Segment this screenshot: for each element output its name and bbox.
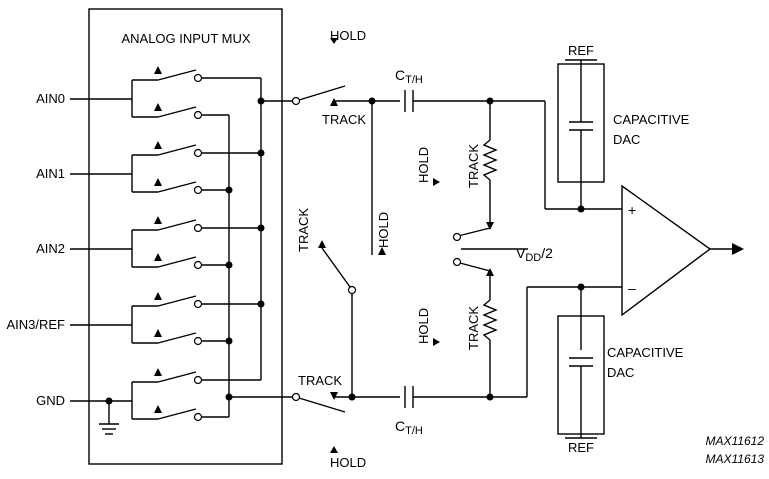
input-wires	[70, 98, 132, 402]
input-label-ain1: AIN1	[36, 166, 65, 181]
cap-label-top: CT/H	[395, 67, 423, 86]
vdd-label: VDD/2	[516, 245, 553, 264]
dac-top-ref: REF	[568, 43, 594, 58]
hold-marker-lower-resistor	[433, 338, 440, 346]
hold-label-upper-resistor: HOLD	[416, 147, 431, 183]
mux-contacts	[193, 73, 261, 422]
cap-top	[404, 90, 545, 112]
track-label-bottom: TRACK	[298, 373, 342, 388]
track-label-vertical-left: TRACK	[296, 208, 311, 252]
hold-label-lower-resistor: HOLD	[416, 308, 431, 344]
dac-bottom	[557, 287, 605, 439]
input-label-gnd: GND	[36, 393, 65, 408]
track-label-upper-resistor: TRACK	[466, 144, 481, 188]
comparator-plus: +	[628, 202, 636, 218]
hold-label-vertical-mid: HOLD	[376, 212, 391, 248]
hold-marker-bottom	[330, 446, 338, 453]
mux-title: ANALOG INPUT MUX	[121, 31, 250, 46]
dac-bottom-ref: REF	[568, 440, 594, 455]
part-number-1: MAX11612	[706, 434, 765, 448]
bottom-track-hold-switch	[291, 240, 400, 413]
top-track-hold-switch	[291, 85, 400, 255]
ground-symbol	[99, 397, 119, 435]
hold-marker-upper-resistor	[433, 178, 440, 186]
cap-bottom	[404, 386, 527, 408]
track-label-top: TRACK	[322, 112, 366, 127]
dac-top-label-1: CAPACITIVE	[613, 112, 690, 127]
part-number-2: MAX11613	[706, 452, 765, 466]
mux-box	[88, 8, 283, 465]
resistor-network	[452, 97, 528, 401]
comparator-wires	[526, 101, 622, 397]
mux-buses	[225, 78, 294, 417]
hold-marker-mid	[378, 247, 386, 255]
input-label-ain2: AIN2	[36, 241, 65, 256]
comparator-minus: –	[628, 280, 636, 296]
track-label-lower-resistor: TRACK	[466, 306, 481, 350]
cap-label-bottom: CT/H	[395, 418, 423, 437]
hold-label-bottom: HOLD	[330, 455, 366, 470]
dac-bottom-label-1: CAPACITIVE	[607, 345, 684, 360]
input-label-ain0: AIN0	[36, 91, 65, 106]
dac-top	[557, 59, 605, 209]
hold-marker-top	[330, 38, 338, 44]
hold-label-top: HOLD	[330, 28, 366, 43]
input-label-ain3-ref: AIN3/REF	[6, 317, 65, 332]
mux-switches	[131, 66, 197, 420]
dac-bottom-label-2: DAC	[607, 365, 634, 380]
comparator	[621, 184, 744, 317]
dac-top-label-2: DAC	[613, 132, 640, 147]
